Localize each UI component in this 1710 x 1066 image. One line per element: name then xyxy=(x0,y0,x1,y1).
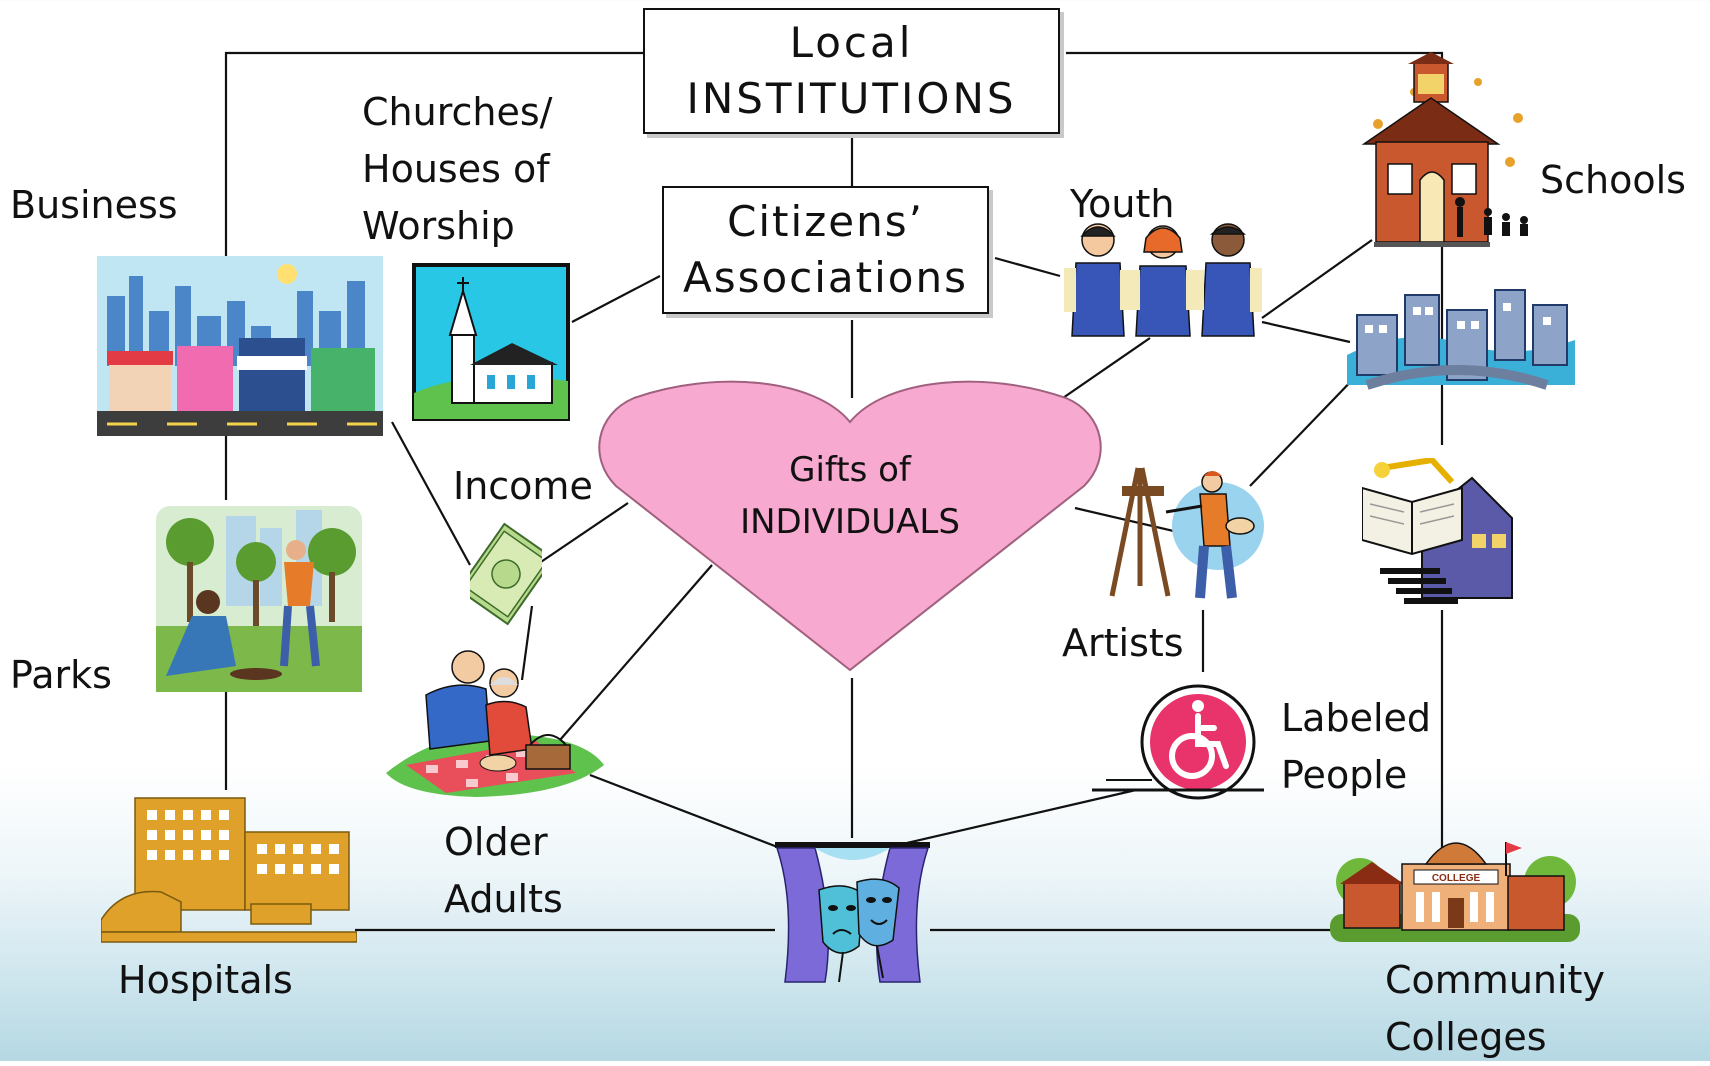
churches-line1: Churches/ xyxy=(362,90,553,134)
park-icon xyxy=(156,506,362,692)
associations-line1: Citizens’ xyxy=(727,197,924,246)
heart-shape xyxy=(598,380,1102,672)
theatre-masks-icon xyxy=(775,842,930,983)
label-youth: Youth xyxy=(1070,182,1175,226)
label-labeled-people: Labeled People xyxy=(1281,690,1431,804)
library-icon xyxy=(1362,458,1513,604)
older-adults-picnic-icon xyxy=(386,650,604,797)
churches-line3: Worship xyxy=(362,204,515,248)
colleges-line2: Colleges xyxy=(1385,1015,1547,1059)
label-schools: Schools xyxy=(1540,158,1686,202)
artist-icon xyxy=(1109,467,1264,599)
labeled-line1: Labeled xyxy=(1281,696,1432,740)
colleges-line1: Community xyxy=(1385,958,1605,1002)
label-artists: Artists xyxy=(1062,621,1184,665)
youth-icon xyxy=(1064,223,1262,337)
heart-line1: Gifts of xyxy=(789,450,911,490)
college-sign-text: COLLEGE xyxy=(1432,873,1481,884)
churches-line2: Houses of xyxy=(362,147,550,191)
labeled-line2: People xyxy=(1281,753,1408,797)
heart-text: Gifts of INDIVIDUALS xyxy=(700,444,1000,548)
associations-line2: Associations xyxy=(682,253,969,302)
older-line1: Older xyxy=(444,820,548,864)
citizens-associations-box: Citizens’ Associations xyxy=(662,186,989,314)
business-street-icon xyxy=(97,256,383,436)
label-hospitals: Hospitals xyxy=(118,958,293,1002)
older-line2: Adults xyxy=(444,877,563,921)
local-institutions-box: Local INSTITUTIONS xyxy=(643,8,1060,134)
label-income: Income xyxy=(453,464,593,508)
money-icon xyxy=(470,522,542,626)
title-line2: INSTITUTIONS xyxy=(686,74,1017,123)
wheelchair-icon xyxy=(1092,684,1264,800)
label-community-colleges: Community Colleges xyxy=(1385,952,1605,1066)
heart-line2: INDIVIDUALS xyxy=(740,502,960,542)
label-churches: Churches/ Houses of Worship xyxy=(362,84,552,255)
label-parks: Parks xyxy=(10,653,112,697)
label-older-adults: Older Adults xyxy=(444,814,563,928)
community-college-icon: COLLEGE xyxy=(1330,842,1580,942)
neighborhood-icon xyxy=(1347,289,1575,390)
label-business: Business xyxy=(10,183,178,227)
title-line1: Local xyxy=(789,18,914,67)
church-icon xyxy=(412,263,570,421)
hospital-icon xyxy=(101,797,357,943)
schoolhouse-icon xyxy=(1361,52,1528,247)
